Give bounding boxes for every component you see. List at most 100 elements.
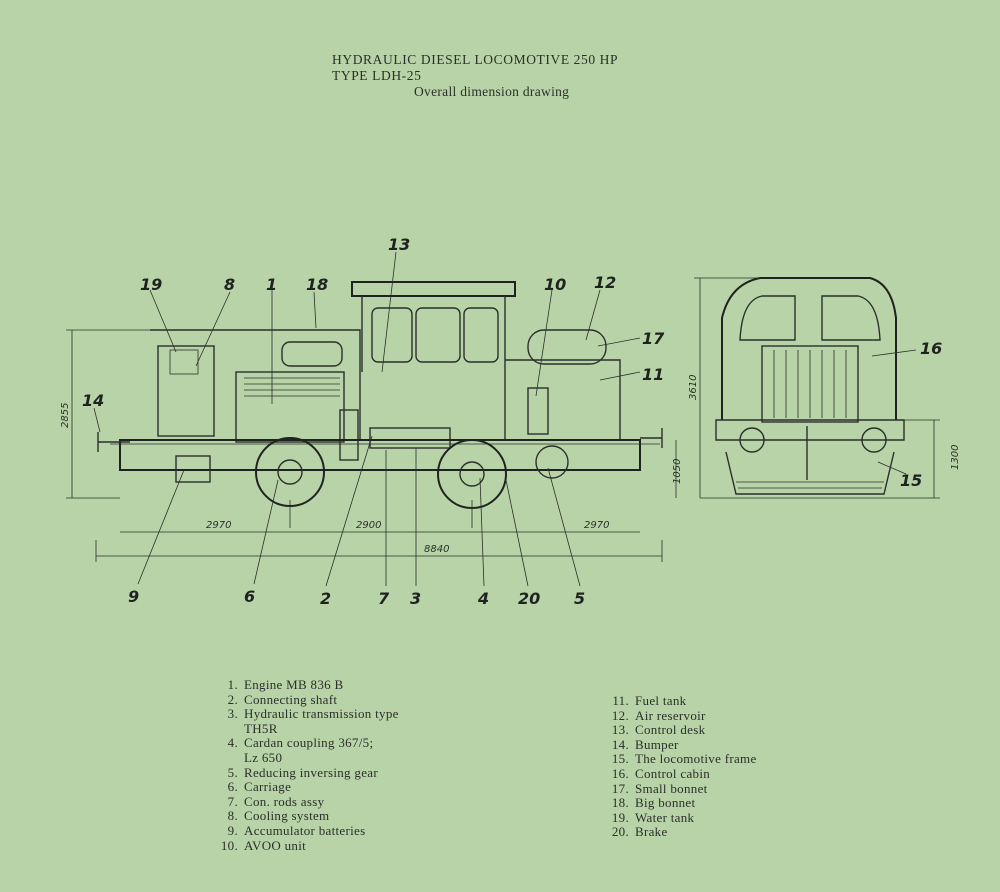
legend-item: 8. Cooling system: [206, 809, 446, 824]
legend-num: [206, 722, 244, 737]
legend-num: 19.: [611, 809, 629, 825]
legend-num: 1.: [227, 677, 238, 692]
callout-8: 8: [224, 275, 235, 294]
legend-left: 1.Engine MB 836 B 2.Connecting shaft 3.H…: [206, 677, 446, 854]
cab-roof: [351, 281, 516, 297]
callout-numbers: 19 8 1 18 13 10 12 17 11 14 16 15 9 6 2 …: [82, 235, 942, 608]
title-block: HYDRAULIC DIESEL LOCOMOTIVE 250 HP TYPE …: [332, 52, 618, 100]
water-tank-box: [169, 349, 199, 375]
small-bonnet: [505, 359, 621, 441]
dim-2855: 2855: [60, 403, 71, 428]
legend-num: 6.: [227, 779, 238, 795]
legend-item: 17.Small bonnet: [597, 780, 837, 797]
callout-10: 10: [544, 275, 566, 294]
radiator: [157, 345, 215, 437]
wheel-2-hub: [459, 461, 485, 487]
buffer-right: [861, 427, 887, 453]
coupling: [339, 409, 359, 461]
legend-item: 9.Accumulator batteries: [206, 822, 446, 839]
step-rails: [736, 481, 884, 489]
callout-20: 20: [518, 589, 540, 608]
callout-7: 7: [378, 589, 390, 608]
legend-text: Connecting shaft: [244, 691, 338, 707]
wheel-1: [255, 437, 325, 507]
legend-text: Big bonnet: [635, 795, 696, 811]
legend-item: 12.Air reservoir: [597, 707, 837, 724]
legend-item: 18. Big bonnet: [597, 796, 837, 811]
legend-item: 3. Hydraulic transmission type: [206, 707, 446, 722]
legend-num: [206, 751, 244, 766]
legend-text: Bumper: [635, 736, 679, 752]
legend-item: 10.AVOO unit: [206, 838, 446, 854]
front-grille: [761, 345, 859, 423]
title-line-1: HYDRAULIC DIESEL LOCOMOTIVE 250 HP: [332, 52, 619, 67]
legend-text: Accumulator batteries: [244, 822, 366, 838]
frame: [119, 439, 641, 471]
dim-2970-b: 2970: [584, 520, 609, 531]
legend-text: Reducing inversing gear: [244, 764, 378, 780]
legend-num: 3.: [227, 706, 238, 722]
callout-13: 13: [388, 235, 410, 254]
front-window-left: [739, 295, 796, 341]
callout-11: 11: [642, 365, 664, 384]
front-view: [715, 277, 905, 495]
callout-1: 1: [266, 275, 277, 294]
legend-text: Cooling system: [244, 808, 330, 824]
dim-2900: 2900: [356, 520, 381, 531]
legend-text: Small bonnet: [635, 780, 708, 796]
callout-17: 17: [642, 329, 665, 348]
lower-frame: [725, 451, 895, 495]
legend-text: Cardan coupling 367/5;: [244, 735, 374, 751]
legend-num: 7.: [227, 793, 238, 809]
dim-2970-a: 2970: [206, 520, 231, 531]
battery-box: [175, 455, 211, 483]
dim-3610: 3610: [688, 375, 699, 400]
legend-num: 13.: [611, 722, 629, 738]
callout-19: 19: [140, 275, 162, 294]
legend-num: 8.: [227, 808, 238, 824]
cab-window-1: [371, 307, 413, 363]
legend-item: 1. Engine MB 836 B: [206, 677, 446, 693]
legend-text: Engine MB 836 B: [244, 677, 344, 692]
cab-window-2: [415, 307, 461, 363]
dim-1300: 1300: [950, 445, 961, 470]
front-window-right: [821, 295, 881, 341]
legend-num: 5.: [227, 764, 238, 780]
buffer-beam: [715, 419, 905, 441]
legend-num: 15.: [611, 751, 629, 767]
callout-9: 9: [128, 587, 139, 606]
callout-6: 6: [244, 587, 255, 606]
legend-item: 7.Con. rods assy: [206, 793, 446, 810]
legend-item: 4. Cardan coupling 367/5;: [206, 736, 446, 751]
air-filter: [281, 341, 343, 367]
buffer-left: [739, 427, 765, 453]
wheel-2: [437, 439, 507, 509]
callout-16: 16: [920, 339, 942, 358]
legend-text: Hydraulic transmission type: [244, 706, 399, 722]
callout-2: 2: [320, 589, 331, 608]
cab-walls: [361, 296, 506, 440]
engine-fins: [244, 377, 340, 397]
legend-text: The locomotive frame: [635, 751, 757, 767]
legend-right: 11.Fuel tank 12.Air reservoir 13. Control…: [597, 693, 837, 840]
legend-text: Control desk: [635, 722, 706, 738]
legend-num: 18.: [611, 795, 629, 811]
cab-outline: [721, 277, 897, 420]
legend-item: 15. The locomotive frame: [597, 752, 837, 767]
bumper-rear: [640, 428, 663, 448]
gear-housing: [535, 445, 569, 479]
callout-14: 14: [82, 391, 104, 410]
legend-num: 4.: [227, 735, 238, 751]
legend-text: TH5R: [244, 720, 278, 736]
legend-text: Water tank: [635, 809, 695, 825]
dimension-labels: 2970 2900 2970 8840 2855 1050 3610 1300: [60, 375, 961, 555]
legend-text: Air reservoir: [635, 707, 706, 723]
bumper-front: [97, 432, 130, 452]
callout-15: 15: [900, 471, 922, 490]
legend-item: 11.Fuel tank: [597, 693, 837, 709]
legend-item: 5. Reducing inversing gear: [206, 764, 446, 781]
cab-window-3: [463, 307, 499, 363]
legend-text: Control cabin: [635, 765, 711, 781]
wheel-1-hub: [277, 459, 303, 485]
